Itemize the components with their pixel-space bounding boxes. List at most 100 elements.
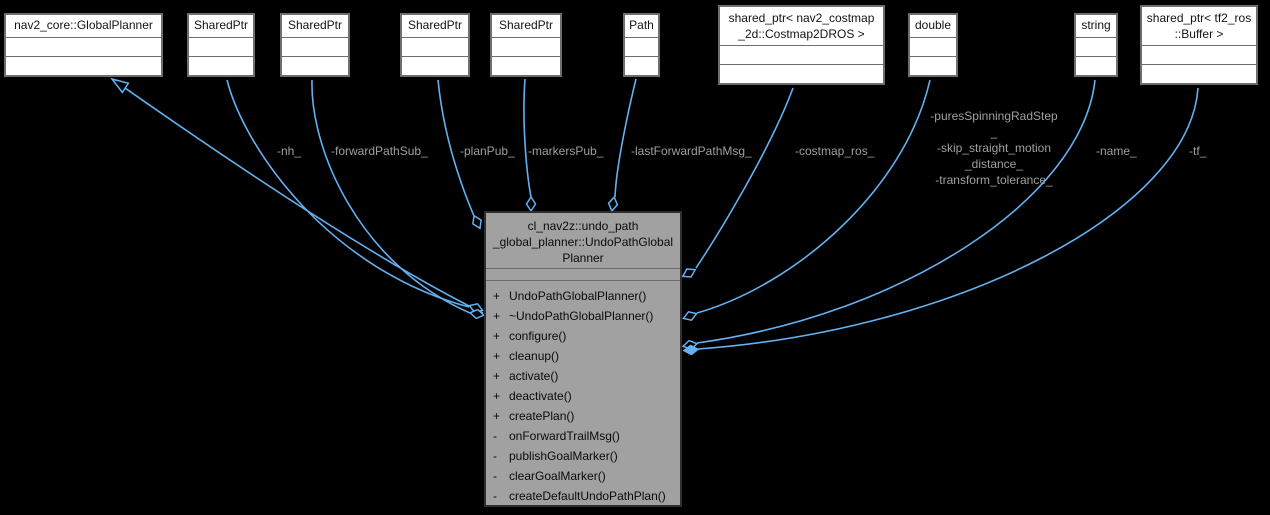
method-name: activate() (509, 369, 559, 383)
method-name: deactivate() (509, 389, 572, 403)
node-title: string (1081, 18, 1111, 32)
method-row: +UndoPathGlobalPlanner() (493, 286, 680, 306)
main-class-title: cl_nav2z::undo_path _global_planner::Und… (492, 219, 674, 265)
method-access: + (493, 349, 501, 363)
inheritance-arrowhead (110, 77, 130, 94)
method-access: + (493, 389, 501, 403)
node-title: shared_ptr< tf2_ros ::Buffer > (1146, 11, 1252, 41)
node-shared-ptr-costmap2dros[interactable]: shared_ptr< nav2_costmap _2d::Costmap2DR… (718, 5, 885, 85)
edge-label-double-members: -puresSpinningRadStep _ -skip_straight_m… (930, 109, 1058, 187)
method-row: + configure() (493, 326, 680, 346)
method-row: -clearGoalMarker() (493, 466, 680, 486)
aggregation-diamond-last-forward-path-msg (607, 195, 619, 213)
method-name: onForwardTrailMsg() (509, 429, 620, 443)
aggregation-diamond-double-members (682, 310, 698, 322)
node-title: SharedPtr (498, 18, 554, 32)
node-title: SharedPtr (193, 18, 249, 32)
method-access: + (493, 329, 501, 343)
node-methods-section (1142, 64, 1256, 83)
method-access: + (493, 369, 501, 383)
edge-label-forward-path-sub: -forwardPathSub_ (331, 144, 428, 158)
method-row: + cleanup() (493, 346, 680, 366)
edge-label-name: -name_ (1096, 144, 1137, 158)
node-title: nav2_core::GlobalPlanner (14, 18, 153, 32)
edge-label-plan-pub: -planPub_ (460, 144, 515, 158)
edge-label-costmap-ros: -costmap_ros_ (795, 144, 875, 158)
edge-markers-pub (523, 78, 532, 198)
main-class-methods-section: +UndoPathGlobalPlanner() + ~UndoPathGloba… (486, 281, 680, 506)
method-name: createDefaultUndoPathPlan() (509, 489, 666, 503)
node-undo-path-global-planner: cl_nav2z::undo_path _global_planner::Und… (484, 211, 682, 507)
node-attributes-section (282, 37, 348, 56)
node-title: shared_ptr< nav2_costmap _2d::Costmap2DR… (728, 11, 875, 41)
node-methods-section (189, 56, 253, 75)
edge-label-markers-pub: -markersPub_ (528, 144, 604, 158)
node-nav2-core-globalplanner[interactable]: nav2_core::GlobalPlanner (4, 13, 163, 77)
method-row: + activate() (493, 366, 680, 386)
method-row: + createPlan() (493, 406, 680, 426)
node-double[interactable]: double (908, 13, 958, 77)
edge-label-last-forward-path-msg: -lastForwardPathMsg_ (631, 144, 752, 158)
method-row: + deactivate() (493, 386, 680, 406)
node-path[interactable]: Path (623, 13, 660, 77)
node-attributes-section (189, 37, 253, 56)
node-attributes-section (720, 45, 883, 64)
main-class-attributes-section (486, 268, 680, 281)
method-access: - (493, 469, 497, 483)
node-methods-section (910, 56, 956, 75)
node-title: SharedPtr (287, 18, 343, 32)
edge-label-tf: -tf_ (1189, 144, 1207, 158)
edge-inheritance-globalplanner (124, 87, 484, 314)
node-attributes-section (402, 37, 468, 56)
aggregation-diamond-tf (682, 344, 700, 356)
aggregation-diamond-costmap-ros (681, 268, 697, 278)
node-attributes-section (492, 37, 560, 56)
aggregation-diamond-nh (468, 302, 484, 314)
node-string[interactable]: string (1074, 13, 1118, 77)
method-access: - (493, 449, 497, 463)
method-name: publishGoalMarker() (509, 449, 618, 463)
method-name: clearGoalMarker() (509, 469, 606, 483)
aggregation-diamond-plan-pub (472, 214, 482, 230)
method-name: configure() (509, 329, 567, 343)
method-access: + (493, 309, 501, 323)
edge-double-members (696, 79, 931, 314)
node-attributes-section (910, 37, 956, 56)
node-methods-section (492, 56, 560, 75)
method-name: createPlan() (509, 409, 575, 423)
node-attributes-section (1076, 37, 1116, 56)
method-access: - (493, 429, 497, 443)
node-sharedptr-nh[interactable]: SharedPtr (187, 13, 255, 77)
node-sharedptr-forward-path-sub[interactable]: SharedPtr (280, 13, 350, 77)
edge-label-nh: -nh_ (277, 144, 302, 158)
node-title: double (914, 18, 952, 32)
method-access: + (493, 289, 501, 303)
node-methods-section (282, 56, 348, 75)
method-row: -onForwardTrailMsg() (493, 426, 680, 446)
node-methods-section (402, 56, 468, 75)
aggregation-diamond-name (681, 339, 699, 351)
node-attributes-section (1142, 45, 1256, 64)
method-row: + ~UndoPathGlobalPlanner() (493, 306, 680, 326)
edge-nh (226, 79, 470, 308)
method-row: -createDefaultUndoPathPlan() (493, 486, 680, 506)
method-access: + (493, 409, 501, 423)
node-sharedptr-plan-pub[interactable]: SharedPtr (400, 13, 470, 77)
method-access: - (493, 489, 497, 503)
node-attributes-section (625, 37, 658, 56)
method-row: -publishGoalMarker() (493, 446, 680, 466)
edge-last-forward-path-msg (614, 78, 637, 198)
node-methods-section (6, 56, 161, 75)
node-attributes-section (6, 37, 161, 56)
method-name: ~UndoPathGlobalPlanner() (509, 309, 654, 323)
aggregation-diamond-forward-path-sub (468, 308, 486, 320)
node-sharedptr-markers-pub[interactable]: SharedPtr (490, 13, 562, 77)
method-name: cleanup() (509, 349, 560, 363)
edge-costmap-ros (695, 87, 794, 269)
node-title: SharedPtr (407, 18, 463, 32)
node-methods-section (1076, 56, 1116, 75)
node-title: Path (629, 18, 654, 32)
edge-forward-path-sub (311, 79, 471, 314)
node-shared-ptr-tf2-buffer[interactable]: shared_ptr< tf2_ros ::Buffer > (1140, 5, 1258, 85)
